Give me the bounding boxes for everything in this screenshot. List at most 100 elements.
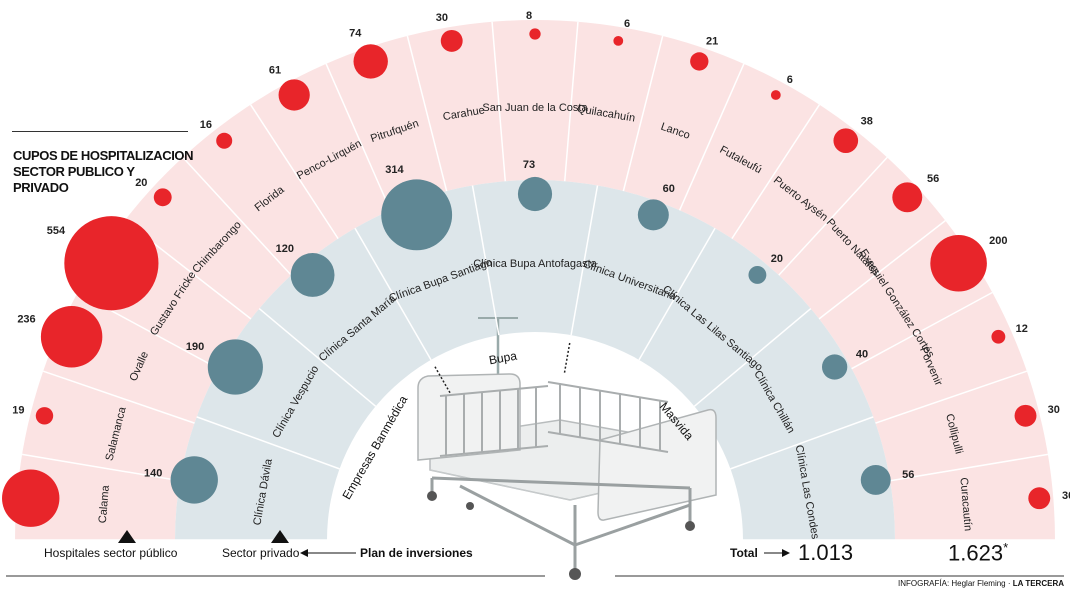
- credit-brand: LA TERCERA: [1012, 579, 1064, 588]
- public-value-curacautin: 30: [1062, 490, 1070, 502]
- public-bubble-puerto-aysen: [833, 128, 859, 154]
- private-marker-triangle: [271, 530, 289, 543]
- private-bubble-clinica-santa-maria: [290, 253, 335, 297]
- public-value-gustavo-fricke: 554: [47, 225, 66, 237]
- title-line-1: CUPOS DE HOSPITALIZACION: [13, 148, 194, 163]
- public-bubble-pitrufquen: [353, 44, 388, 79]
- public-bubble-penco-lirquen: [278, 79, 310, 111]
- private-divider: [471, 185, 500, 336]
- public-divider: [406, 35, 448, 192]
- public-bubble-carahue: [440, 29, 463, 52]
- total-public-value: 1.623*: [948, 540, 1008, 566]
- public-bubble-san-juan-de-la-costa: [529, 28, 541, 40]
- public-divider: [622, 35, 664, 192]
- private-value-clinica-santa-maria: 120: [276, 243, 294, 255]
- public-divider: [42, 370, 195, 424]
- public-value-futaleufu: 6: [787, 74, 793, 86]
- private-value-clinica-las-lilas-santiago: 20: [771, 253, 783, 265]
- public-value-exequiel-gonzalez-cortes: 200: [989, 235, 1007, 247]
- public-value-carahue: 30: [436, 12, 448, 24]
- group-separator: [563, 342, 571, 375]
- credit-text: INFOGRAFÍA: Heglar Fleming ·: [898, 579, 1013, 588]
- public-divider: [249, 104, 339, 240]
- total-public-number: 1.623: [948, 540, 1004, 566]
- public-hospitals-label: Hospitales sector público: [44, 546, 178, 560]
- public-bubble-lanco: [690, 52, 709, 71]
- private-divider: [693, 308, 812, 407]
- public-label-curacautin: Curacautín: [957, 477, 973, 532]
- plan-arrow-head: [300, 549, 308, 557]
- public-label-san-juan-de-la-costa: San Juan de la Costa: [482, 102, 588, 114]
- hospital-bed-illustration: [417, 317, 717, 580]
- axis-markers: [6, 530, 1064, 577]
- group-label-bupa: Bupa: [488, 349, 518, 368]
- private-sector-label: Sector privado: [222, 546, 300, 560]
- bubbles: [2, 28, 1051, 527]
- public-value-collipulli: 30: [1048, 404, 1060, 416]
- public-divider: [678, 63, 745, 211]
- private-bubble-clinica-las-condes: [860, 464, 891, 495]
- public-bubble-gustavo-fricke: [64, 216, 159, 311]
- public-bubble-chimbarongo: [153, 188, 172, 207]
- private-divider: [354, 227, 432, 361]
- private-bubble-clinica-chillan: [821, 354, 848, 380]
- private-value-clinica-las-condes: 56: [902, 469, 914, 481]
- public-bubble-futaleufu: [770, 90, 781, 100]
- public-value-lanco: 21: [706, 35, 718, 47]
- private-value-clinica-chillan: 40: [856, 349, 868, 361]
- private-bubble-clinica-universitaria: [637, 199, 669, 231]
- public-bubble-collipulli: [1014, 404, 1037, 427]
- public-bubble-porvenir: [991, 329, 1006, 344]
- public-divider: [851, 291, 993, 370]
- arc-bands: [15, 20, 1055, 540]
- public-value-ovalle: 236: [17, 313, 35, 325]
- public-divider: [889, 453, 1049, 482]
- public-value-penco-lirquen: 61: [269, 65, 281, 77]
- private-value-clinica-davila: 140: [144, 468, 162, 480]
- public-divider: [325, 63, 392, 211]
- public-divider: [563, 21, 579, 182]
- private-band: [175, 180, 895, 540]
- private-divider: [258, 308, 377, 407]
- public-marker-triangle: [118, 530, 136, 543]
- public-divider: [491, 21, 507, 182]
- public-bubble-curacautin: [1028, 487, 1051, 510]
- private-bubble-clinica-bupa-santiago: [381, 179, 453, 251]
- private-bubble-clinica-bupa-antofagasta: [517, 176, 553, 212]
- public-bubble-calama: [2, 469, 60, 527]
- public-band: [15, 20, 1055, 540]
- public-value-puerto-aysen: 38: [861, 115, 873, 127]
- public-divider: [818, 220, 946, 320]
- infographic-credit: INFOGRAFÍA: Heglar Fleming · LA TERCERA: [898, 579, 1064, 588]
- public-bubble-salamanca: [35, 407, 54, 425]
- private-divider: [730, 416, 874, 470]
- private-value-clinica-universitaria: 60: [663, 183, 675, 195]
- public-bubble-exequiel-gonzalez-cortes: [930, 234, 987, 292]
- private-value-clinica-vespucio: 190: [186, 341, 204, 353]
- public-value-san-juan-de-la-costa: 8: [526, 10, 532, 22]
- total-arrow-head: [782, 549, 790, 557]
- private-divider: [570, 185, 599, 336]
- private-label-clinica-bupa-antofagasta: Clínica Bupa Antofagasta: [473, 258, 597, 270]
- public-bubble-puerto-natales: [892, 182, 923, 213]
- public-bubble-ovalle: [40, 306, 103, 368]
- public-value-florida: 16: [200, 119, 212, 131]
- public-bubble-quilacahuin: [613, 36, 624, 46]
- private-divider: [638, 227, 716, 361]
- total-label: Total: [730, 546, 758, 560]
- private-bubble-clinica-vespucio: [207, 339, 263, 395]
- public-value-quilacahuin: 6: [624, 18, 630, 30]
- private-value-clinica-bupa-santiago: 314: [385, 164, 404, 176]
- public-divider: [875, 370, 1028, 424]
- private-value-clinica-bupa-antofagasta: 73: [523, 159, 535, 171]
- public-divider: [731, 104, 821, 240]
- chart-title: CUPOS DE HOSPITALIZACION SECTOR PUBLICO …: [13, 148, 203, 196]
- public-label-calama: Calama: [97, 484, 112, 524]
- title-line-2: SECTOR PUBLICO Y: [13, 164, 135, 179]
- public-divider: [182, 156, 292, 276]
- title-rule: [12, 131, 188, 132]
- public-divider: [778, 156, 888, 276]
- title-line-3: PRIVADO: [13, 180, 69, 195]
- total-public-asterisk: *: [1003, 540, 1009, 555]
- public-value-chimbarongo: 20: [135, 177, 147, 189]
